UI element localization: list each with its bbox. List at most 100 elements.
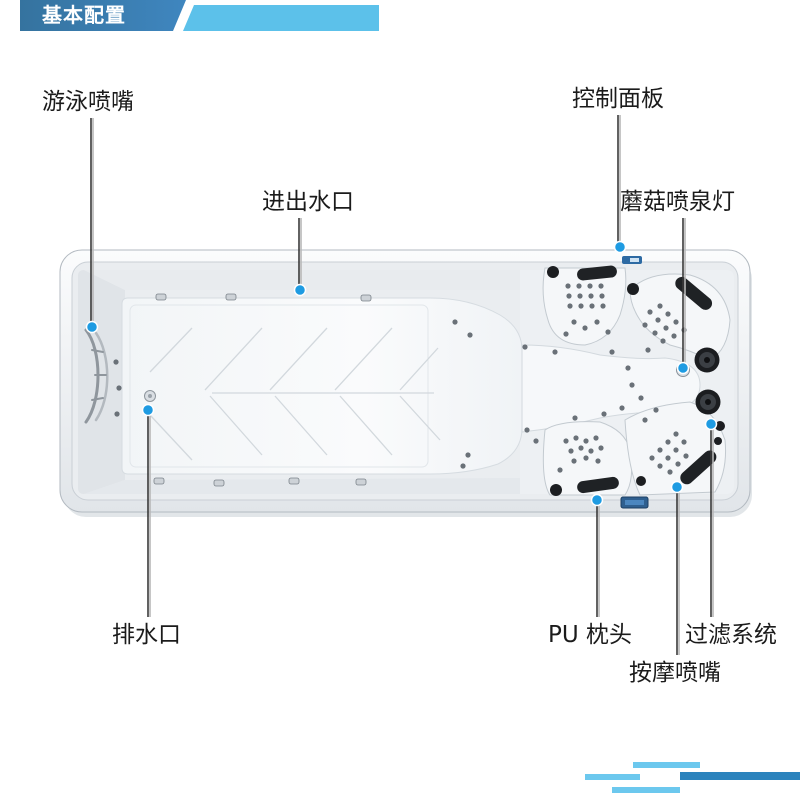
swim-handrail — [84, 328, 109, 424]
jet-nozzle — [522, 344, 528, 350]
jet-nozzle — [642, 417, 648, 423]
inlet-fitting — [360, 294, 372, 302]
jet-nozzle — [638, 395, 644, 401]
drain-fitting — [144, 390, 156, 402]
marker-dot-drain — [141, 403, 155, 417]
swim-lane-floor — [121, 297, 523, 475]
jet-nozzle — [524, 427, 530, 433]
jet-nozzle — [657, 447, 663, 453]
pu-pillow — [577, 476, 619, 494]
jet-nozzle — [673, 431, 679, 437]
marker-dot-pu-pillow — [590, 493, 604, 507]
stripe-light — [612, 787, 680, 793]
jet-nozzle — [671, 333, 677, 339]
handrail-rung — [91, 397, 104, 401]
swim-lane-bottom-wall — [84, 478, 530, 494]
marker-dot-massage-jets — [670, 480, 684, 494]
jet-nozzle — [655, 317, 661, 323]
jet-nozzle — [571, 458, 577, 464]
jet-nozzle — [652, 330, 658, 336]
jet-nozzle — [113, 359, 119, 365]
jet-nozzle — [665, 439, 671, 445]
spa-seat-top-left — [542, 267, 627, 346]
label-control-panel: 控制面板 — [572, 86, 664, 112]
drain-center — [148, 394, 152, 398]
filter-system — [694, 347, 721, 415]
jet-nozzle — [557, 467, 563, 473]
jet-nozzle — [675, 461, 681, 467]
inlet-fitting — [355, 478, 367, 486]
jet-nozzle — [578, 445, 584, 451]
floor-pattern-line — [334, 327, 393, 391]
jet-nozzle — [605, 329, 611, 335]
dark-fitting — [547, 266, 559, 278]
control-panel-screen — [630, 258, 639, 262]
marker-dot-inlet-outlet — [293, 283, 307, 297]
marker-dot-control-panel — [613, 240, 627, 254]
inlet-fitting — [225, 293, 237, 301]
jet-nozzle — [563, 331, 569, 337]
inlet-fitting — [213, 479, 225, 487]
label-swim-jets: 游泳喷嘴 — [42, 89, 134, 115]
header-banner: 基本配置 — [20, 0, 186, 31]
control-panel — [622, 256, 642, 264]
leader-lines — [85, 115, 718, 655]
jet-nozzle — [568, 448, 574, 454]
jet-nozzle — [609, 349, 615, 355]
skimmer-grille — [625, 500, 644, 505]
jet-nozzle — [533, 438, 539, 444]
jet-nozzle — [653, 407, 659, 413]
floor-pattern-line — [399, 347, 439, 391]
inlet-fitting — [153, 477, 165, 485]
jet-nozzle — [598, 283, 604, 289]
inlet-fitting — [288, 477, 300, 485]
jet-nozzle — [587, 283, 593, 289]
jet-nozzle — [467, 332, 473, 338]
label-pu-pillow: PU 枕头 — [548, 622, 633, 648]
floor-pattern-line — [274, 395, 328, 456]
jet-nozzle — [649, 455, 655, 461]
label-massage-jets: 按摩喷嘴 — [629, 660, 721, 686]
jet-nozzle — [116, 385, 122, 391]
dark-fitting — [550, 484, 562, 496]
jet-nozzle — [599, 293, 605, 299]
jet-nozzle — [583, 438, 589, 444]
jet-nozzle — [663, 325, 669, 331]
stripe-light — [585, 774, 640, 780]
dark-fitting — [636, 476, 646, 486]
floor-pattern-line — [339, 395, 393, 456]
jet-nozzle — [572, 415, 578, 421]
jet-nozzle — [588, 448, 594, 454]
pu-pillow — [680, 450, 717, 485]
jet-nozzle — [595, 458, 601, 464]
stripe-dark — [680, 772, 800, 780]
jet-nozzle — [583, 455, 589, 461]
jet-nozzle — [465, 452, 471, 458]
label-inlet-outlet: 进出水口 — [262, 189, 354, 215]
jet-layer — [113, 283, 689, 475]
floor-pattern-line — [399, 395, 441, 441]
skimmer — [620, 496, 649, 509]
jet-nozzle — [683, 453, 689, 459]
jet-nozzle — [571, 319, 577, 325]
pu-pillow — [577, 265, 617, 281]
jet-nozzle — [452, 319, 458, 325]
jet-nozzle — [673, 447, 679, 453]
handrail-inner — [94, 331, 109, 422]
label-filter-system: 过滤系统 — [685, 622, 777, 648]
jet-nozzle — [594, 319, 600, 325]
stripe-light — [633, 762, 700, 768]
floor-pattern-line — [149, 414, 193, 461]
floor-pattern-line — [209, 395, 263, 456]
jet-nozzle — [593, 435, 599, 441]
jet-nozzle — [598, 445, 604, 451]
jet-nozzle — [565, 283, 571, 289]
jet-nozzle — [667, 469, 673, 475]
swim-lane-top-wall — [84, 270, 530, 290]
jet-nozzle — [578, 303, 584, 309]
jet-nozzle — [645, 347, 651, 353]
jet-nozzle — [567, 303, 573, 309]
jet-nozzle — [588, 293, 594, 299]
jet-nozzle — [619, 405, 625, 411]
swim-lane-floor-border — [129, 304, 429, 468]
